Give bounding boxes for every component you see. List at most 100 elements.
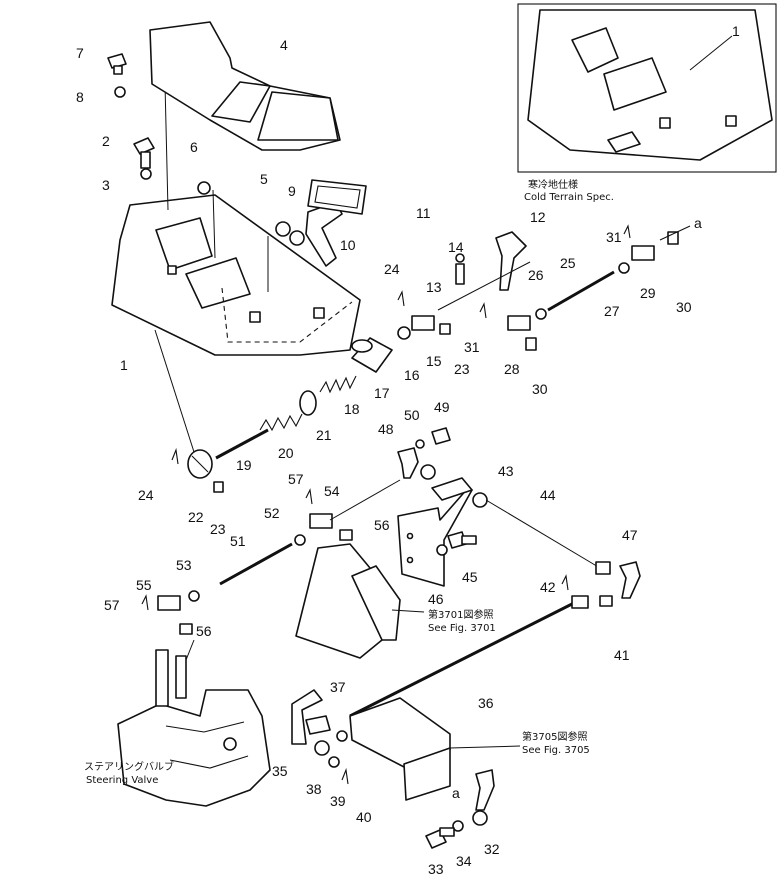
clevis-36 (571, 595, 589, 609)
bolt-33 (425, 827, 455, 849)
callout-57: 57 (288, 471, 304, 487)
pedal-arm-10 (305, 201, 343, 267)
fig3701-note-jp: 第3701図参照 (428, 608, 493, 621)
floor-plate (111, 83, 361, 356)
callout-1: 1 (732, 23, 740, 39)
callout-29: 29 (640, 285, 656, 301)
washer-34 (452, 820, 464, 832)
collar-44-lower (472, 492, 488, 508)
cotter-31-upper (623, 224, 631, 239)
callout-14: 14 (448, 239, 464, 255)
callout-24: 24 (138, 487, 154, 503)
lever-12 (495, 231, 527, 291)
callout-9: 9 (288, 183, 296, 199)
callout-42: 42 (540, 579, 556, 595)
callout-10: 10 (340, 237, 356, 253)
callout-30-b: 30 (532, 381, 548, 397)
callout-36: 36 (478, 695, 494, 711)
clevis-55 (157, 595, 181, 611)
cotter-57-lower (141, 594, 149, 611)
steering-valve (117, 639, 271, 807)
plate-stud-1 (249, 311, 261, 323)
lever-47 (595, 561, 641, 599)
steering-note-en: Steering Valve (86, 775, 158, 786)
washer-50 (415, 439, 425, 449)
washer-3 (140, 168, 152, 180)
callout-27: 27 (604, 303, 620, 319)
callout-21: 21 (316, 427, 332, 443)
cotter-42 (561, 574, 569, 591)
cotter-24-lower (171, 447, 179, 465)
callout-23: 23 (210, 521, 226, 537)
callout-2: 2 (102, 133, 110, 149)
pedal-block-upper (155, 217, 213, 271)
bush-17 (351, 337, 393, 373)
nut-26 (535, 308, 547, 320)
callout-48: 48 (378, 421, 394, 437)
pin-23-upper (439, 323, 451, 335)
bolt-13 (455, 263, 465, 285)
lever-35 (291, 689, 331, 745)
callout-39: 39 (330, 793, 346, 809)
callout-53: 53 (176, 557, 192, 573)
cotter-31-lower (479, 302, 487, 319)
fig3701-note-en: See Fig. 3701 (428, 623, 496, 634)
callout-18: 18 (344, 401, 360, 417)
callout-16: 16 (404, 367, 420, 383)
inset-stud-1 (659, 117, 671, 129)
nut-27 (618, 262, 630, 274)
callout-33: 33 (428, 861, 444, 877)
pin-56-lower (179, 623, 193, 635)
callout-3: 3 (102, 177, 110, 193)
callout-11: 11 (416, 205, 431, 221)
pin-41 (599, 595, 613, 607)
rod-36 (349, 602, 573, 718)
cotter-24-upper (397, 290, 405, 307)
yoke-22 (187, 449, 213, 479)
callout-44: 44 (540, 487, 556, 503)
callout-31-b: 31 (464, 339, 480, 355)
bolt-7 (107, 53, 127, 75)
callout-54: 54 (324, 483, 340, 499)
inset-box (517, 3, 777, 173)
callout-24-b: 24 (384, 261, 400, 277)
bolt-2 (133, 137, 155, 169)
clevis-15 (411, 315, 435, 331)
collar-6 (197, 181, 211, 195)
link-a-upper: a (694, 215, 702, 231)
callout-49: 49 (434, 399, 450, 415)
ref-part-3701 (295, 543, 425, 659)
callout-34: 34 (456, 853, 472, 869)
rod-25 (547, 270, 615, 312)
callout-19: 19 (236, 457, 252, 473)
callout-52: 52 (264, 505, 280, 521)
callout-23-b: 23 (454, 361, 470, 377)
callout-4: 4 (280, 37, 288, 53)
washer-8 (114, 86, 126, 98)
callout-15: 15 (426, 353, 442, 369)
callout-38: 38 (306, 781, 322, 797)
callout-56: 56 (374, 517, 390, 533)
lever-32 (472, 769, 495, 826)
inset-note-en: Cold Terrain Spec. (524, 192, 614, 203)
bolt-49 (431, 427, 451, 445)
callout-22: 22 (188, 509, 204, 525)
inset-cover-plate (607, 131, 641, 153)
clevis-29 (631, 245, 655, 261)
callout-51: 51 (230, 533, 246, 549)
nut-16 (397, 326, 411, 340)
plate-stud-2 (313, 307, 325, 319)
callout-17: 17 (374, 385, 390, 401)
plate-stud-3 (167, 265, 177, 275)
nut-52 (294, 534, 306, 546)
cotter-40 (341, 767, 349, 785)
fig3705-note-en: See Fig. 3705 (522, 745, 590, 756)
pin-23-lower (213, 481, 224, 493)
callout-40: 40 (356, 809, 372, 825)
ref-part-3705 (349, 697, 521, 801)
collar-5 (275, 221, 291, 237)
washer-14 (455, 253, 465, 263)
callout-26: 26 (528, 267, 544, 283)
callout-25: 25 (560, 255, 576, 271)
